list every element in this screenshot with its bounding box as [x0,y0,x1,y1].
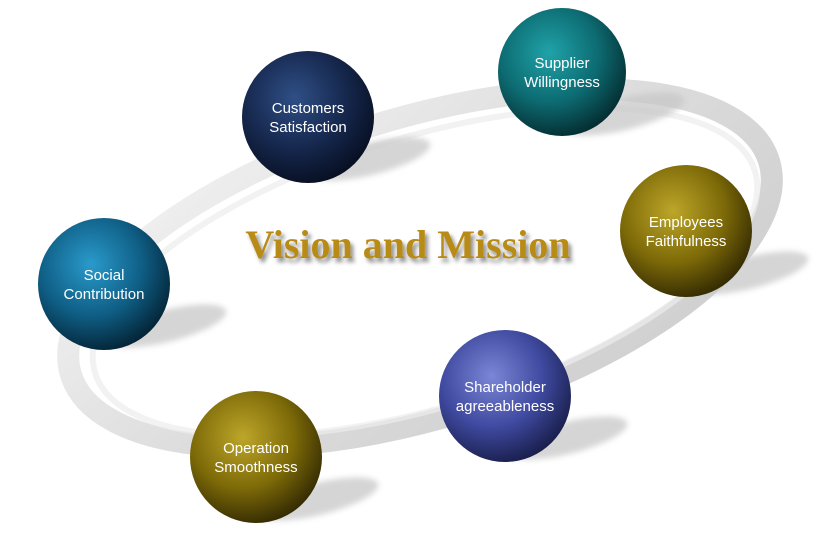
node-label-line1: Supplier [534,55,589,72]
node-label-line1: Customers [272,100,345,117]
node-label-line2: agreeableness [456,398,554,415]
node-sphere [620,165,752,297]
node-label-line1: Shareholder [464,379,546,396]
node-sphere [38,218,170,350]
title-group: Vision and Mission [245,222,570,267]
node-sphere [242,51,374,183]
node-label-line1: Social [84,267,125,284]
node-label-line1: Operation [223,440,289,457]
node-label-line2: Willingness [524,74,600,91]
node-sphere [498,8,626,136]
node-label-line2: Satisfaction [269,119,347,136]
node-shareholder: Shareholder agreeableness [439,330,571,462]
node-label-line2: Contribution [64,286,145,303]
node-sphere [190,391,322,523]
node-sphere [439,330,571,462]
node-label-line2: Smoothness [214,459,297,476]
node-label-line2: Faithfulness [646,233,727,250]
diagram-title: Vision and Mission [245,222,570,267]
node-label-line1: Employees [649,214,723,231]
